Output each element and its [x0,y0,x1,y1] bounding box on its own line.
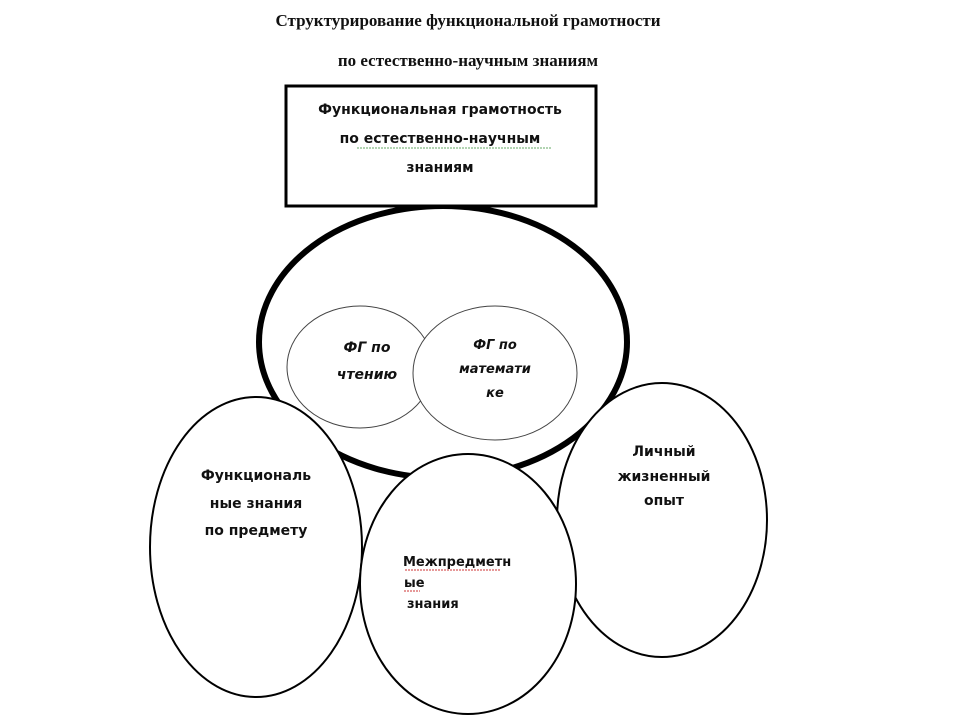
interdisciplinary-knowledge-line3: знания [407,597,459,612]
math-literacy-line1: ФГ по [473,338,517,353]
personal-experience-circle: Личный жизненный опыт [556,382,768,658]
interdisciplinary-knowledge-line1: Межпредметн [403,555,511,570]
diagram-title-line2: по естественно-научным знаниям [338,51,599,70]
interdisciplinary-knowledge-line2: ые [404,576,425,591]
subject-knowledge-circle: Функциональ ные знания по предмету [149,396,363,698]
personal-experience-shape [556,382,768,658]
interdisciplinary-knowledge-shape [359,453,577,715]
subject-knowledge-line3: по предмету [205,523,308,539]
reading-literacy-circle: ФГ по чтению [286,305,434,429]
math-literacy-circle: ФГ по математи ке [412,305,578,441]
top-box: Функциональная грамотность по естественн… [284,84,598,208]
interdisciplinary-knowledge-circle: Межпредметн ые знания [359,453,577,715]
reading-literacy-line1: ФГ по [344,340,391,356]
math-literacy-line2: математи [459,362,531,377]
diagram-title-line1: Структурирование функциональной грамотно… [275,11,660,30]
subject-knowledge-line1: Функциональ [201,468,311,484]
top-box-line3: знаниям [406,160,473,176]
personal-experience-line2: жизненный [618,469,711,485]
top-box-line2: по естественно-научным [340,131,541,147]
subject-knowledge-line2: ные знания [210,496,302,512]
personal-experience-line1: Личный [632,444,695,460]
subject-knowledge-shape [149,396,363,698]
personal-experience-line3: опыт [644,493,685,509]
math-literacy-shape [412,305,578,441]
top-box-line1: Функциональная грамотность [318,102,562,118]
math-literacy-line3: ке [486,386,504,401]
reading-literacy-line2: чтению [337,367,398,383]
top-box-frame [284,84,598,208]
